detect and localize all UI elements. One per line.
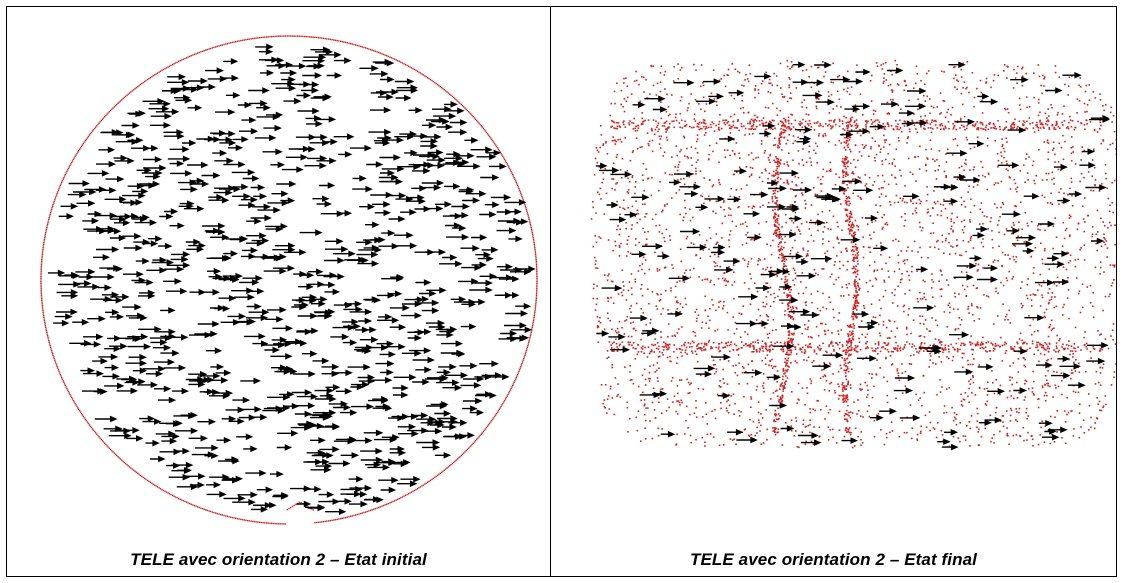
final-state-plot — [590, 59, 1116, 451]
caption-final-state: TELE avec orientation 2 – Etat final — [689, 550, 977, 569]
final-state-arrows — [595, 61, 1110, 451]
panel-final-state: TELE avec orientation 2 – Etat final — [551, 7, 1116, 576]
figure-table: TELE avec orientation 2 – Etat initial T… — [6, 6, 1117, 577]
initial-state-plot — [40, 35, 538, 525]
panel-initial-state: TELE avec orientation 2 – Etat initial — [7, 7, 550, 576]
caption-initial-state: TELE avec orientation 2 – Etat initial — [130, 550, 427, 569]
initial-state-arrows — [47, 43, 536, 515]
panel-divider — [550, 7, 551, 576]
